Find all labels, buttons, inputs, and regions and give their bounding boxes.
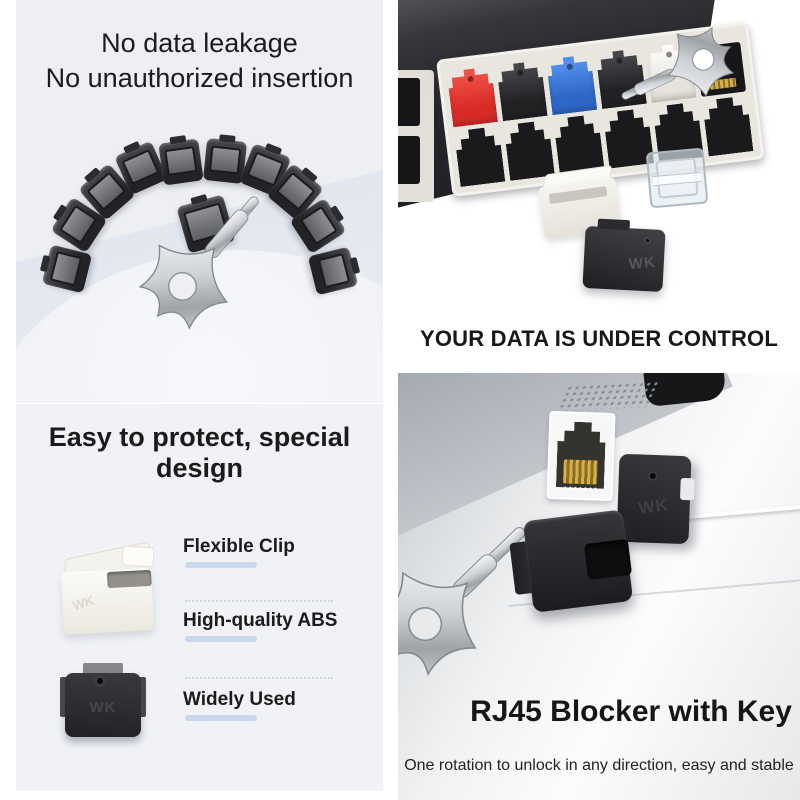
brand-mark: WK xyxy=(628,253,657,274)
white-blocker-graphic: WK xyxy=(60,541,160,639)
black-blocker-graphic: WK xyxy=(60,663,146,739)
dotted-divider xyxy=(185,600,333,602)
unlock-key-icon xyxy=(621,26,735,100)
lock-hole xyxy=(647,470,658,482)
flexible-clip-arm xyxy=(121,545,155,568)
bottom-left-heading: Easy to protect, special design xyxy=(48,422,351,483)
rj45-port xyxy=(454,126,505,187)
bottom-right-subcaption: One rotation to unlock in any direction,… xyxy=(404,757,794,774)
rj45-port xyxy=(503,120,554,181)
laptop-rj45-port xyxy=(546,410,616,502)
rj45-blocker-graphic xyxy=(158,138,204,186)
key-slot xyxy=(583,538,633,580)
port-blocker-red xyxy=(447,66,498,127)
top-right-caption: YOUR DATA IS UNDER CONTROL xyxy=(419,326,778,351)
black-blocker-graphic: WK xyxy=(582,225,666,293)
feature-underline xyxy=(185,715,257,721)
rj45-port xyxy=(398,78,420,126)
lock-hole xyxy=(94,675,106,687)
heading-line-2: No unauthorized insertion xyxy=(45,63,354,93)
port-blocker-blue xyxy=(546,54,597,115)
unlock-key-icon xyxy=(398,527,526,676)
port-blocker-black xyxy=(496,60,547,121)
feature-flexible-clip: Flexible Clip xyxy=(183,536,295,557)
feature-high-quality-abs: High-quality ABS xyxy=(183,610,338,631)
top-left-heading: No data leakage No unauthorized insertio… xyxy=(16,26,383,96)
clear-clip-graphic xyxy=(645,147,709,209)
rj45-port xyxy=(398,136,420,184)
feature-underline xyxy=(185,562,257,568)
rj45-port xyxy=(702,95,753,156)
unlock-key-icon xyxy=(138,196,259,330)
gold-pins xyxy=(563,459,598,485)
speaker-grille xyxy=(556,380,662,412)
section-switch-photo: WK YOUR DATA IS UNDER CONTROL xyxy=(398,0,800,373)
lock-hole xyxy=(643,237,652,245)
section-easy-to-protect: Easy to protect, special design WK WK Fl… xyxy=(16,404,383,791)
bottom-right-caption: RJ45 Blocker with Key xyxy=(470,695,792,728)
brand-mark: WK xyxy=(89,699,117,716)
section-laptop-photo: WK RJ45 Blocker with Key One rotation to… xyxy=(398,373,800,800)
feature-widely-used: Widely Used xyxy=(183,689,296,710)
side-port-panel xyxy=(398,70,434,202)
section-no-data-leakage: No data leakage No unauthorized insertio… xyxy=(16,0,383,403)
rj45-port xyxy=(553,114,604,175)
blocker-with-key-graphic xyxy=(507,507,651,615)
feature-underline xyxy=(185,636,257,642)
dotted-divider xyxy=(185,677,333,679)
heading-line-1: No data leakage xyxy=(101,28,298,58)
